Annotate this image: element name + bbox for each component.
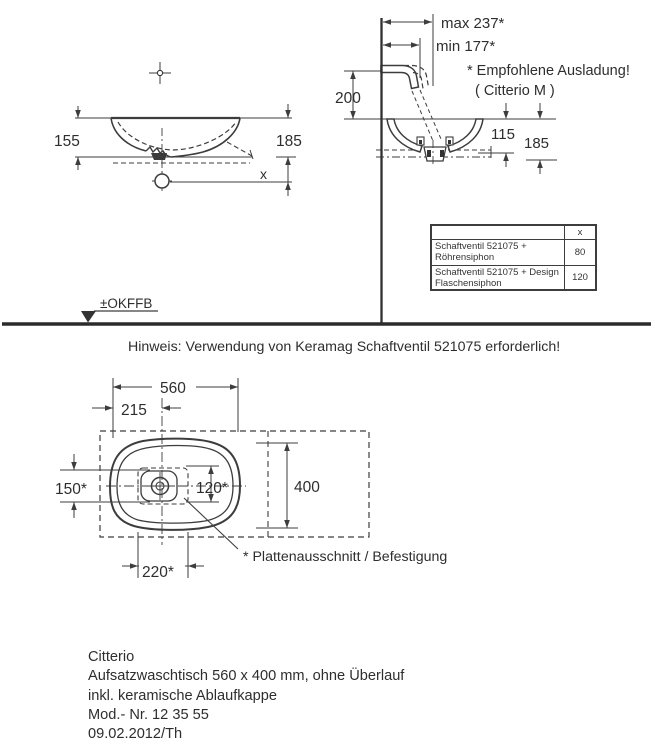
side-faucet-height-label: 200 <box>335 90 361 107</box>
basin-side-outline <box>376 118 492 167</box>
drain-marker-front <box>152 171 172 191</box>
side-depth-inner-label: 115 <box>491 126 515 143</box>
plan-width-label: 560 <box>160 380 186 397</box>
side-note-line2: ( Citterio M ) <box>475 83 555 99</box>
plan-cutout-center-label: 120* <box>196 480 228 497</box>
product-series: Citterio <box>88 649 135 665</box>
side-reach-min-label: min 177* <box>436 38 495 55</box>
side-view <box>344 14 557 174</box>
table-row: Schaftventil 521075 + Röhrensiphon 80 <box>432 239 595 265</box>
front-height-right-label: 185 <box>276 133 302 150</box>
valve-combo-x-value: 80 <box>574 246 586 258</box>
product-description: Aufsatzwaschtisch 560 x 400 mm, ohne Übe… <box>88 668 405 685</box>
basin-front-outline <box>110 116 254 174</box>
valve-combo-name: Schaftventil 521075 + Design Flaschensip… <box>432 266 565 289</box>
plan-cutout-height-label: 150* <box>55 481 87 498</box>
product-extra: inkl. keramische Ablaufkappe <box>88 687 278 704</box>
table-row: Schaftventil 521075 + Design Flaschensip… <box>432 265 595 289</box>
valve-combo-x-value: 120 <box>572 271 588 283</box>
plan-view <box>60 378 370 579</box>
front-x-dim-label: x <box>260 166 267 182</box>
valve-table-header-name <box>432 226 565 239</box>
countertop-outline <box>99 430 370 538</box>
plan-view-arrows <box>71 384 290 569</box>
faucet-side <box>380 64 442 142</box>
plan-offset-label: 215 <box>121 402 147 419</box>
floor-level-symbol <box>81 310 158 323</box>
notice-text: Hinweis: Verwendung von Keramag Schaftve… <box>128 339 561 355</box>
front-view-arrows <box>75 110 291 190</box>
plan-cutout-width-label: 220* <box>142 564 174 581</box>
valve-combo-name: Schaftventil 521075 + Röhrensiphon <box>432 240 565 265</box>
front-height-left-label: 155 <box>54 133 80 150</box>
valve-table: x Schaftventil 521075 + Röhrensiphon 80 … <box>430 224 597 291</box>
valve-table-header-row: x <box>432 226 595 239</box>
side-height-total-label: 185 <box>524 135 549 152</box>
side-view-arrows <box>350 19 543 168</box>
floor-level-label: ±OKFFB <box>100 296 152 311</box>
basin-plan-outline <box>108 437 242 531</box>
product-info: Citterio Aufsatzwaschtisch 560 x 400 mm,… <box>88 648 404 744</box>
valve-table-header-x: x <box>577 226 583 238</box>
drawing-date: 09.02.2012/Th <box>88 726 183 743</box>
note-leader-line <box>183 497 239 550</box>
faucet-position-marker <box>149 62 171 84</box>
dimension-labels: 155 185 x max 237* min 177* 200 115 185 … <box>54 15 630 581</box>
product-model-number: Mod.- Nr. 12 35 55 <box>88 706 209 723</box>
front-view <box>75 62 296 196</box>
plan-depth-label: 400 <box>294 479 320 496</box>
side-note-line1: * Empfohlene Ausladung! <box>467 63 630 79</box>
side-reach-max-label: max 237* <box>441 15 505 32</box>
wall-floor <box>2 18 651 326</box>
plan-note-label: * Plattenausschnitt / Befestigung <box>243 549 447 565</box>
plate-cutout <box>137 467 189 505</box>
